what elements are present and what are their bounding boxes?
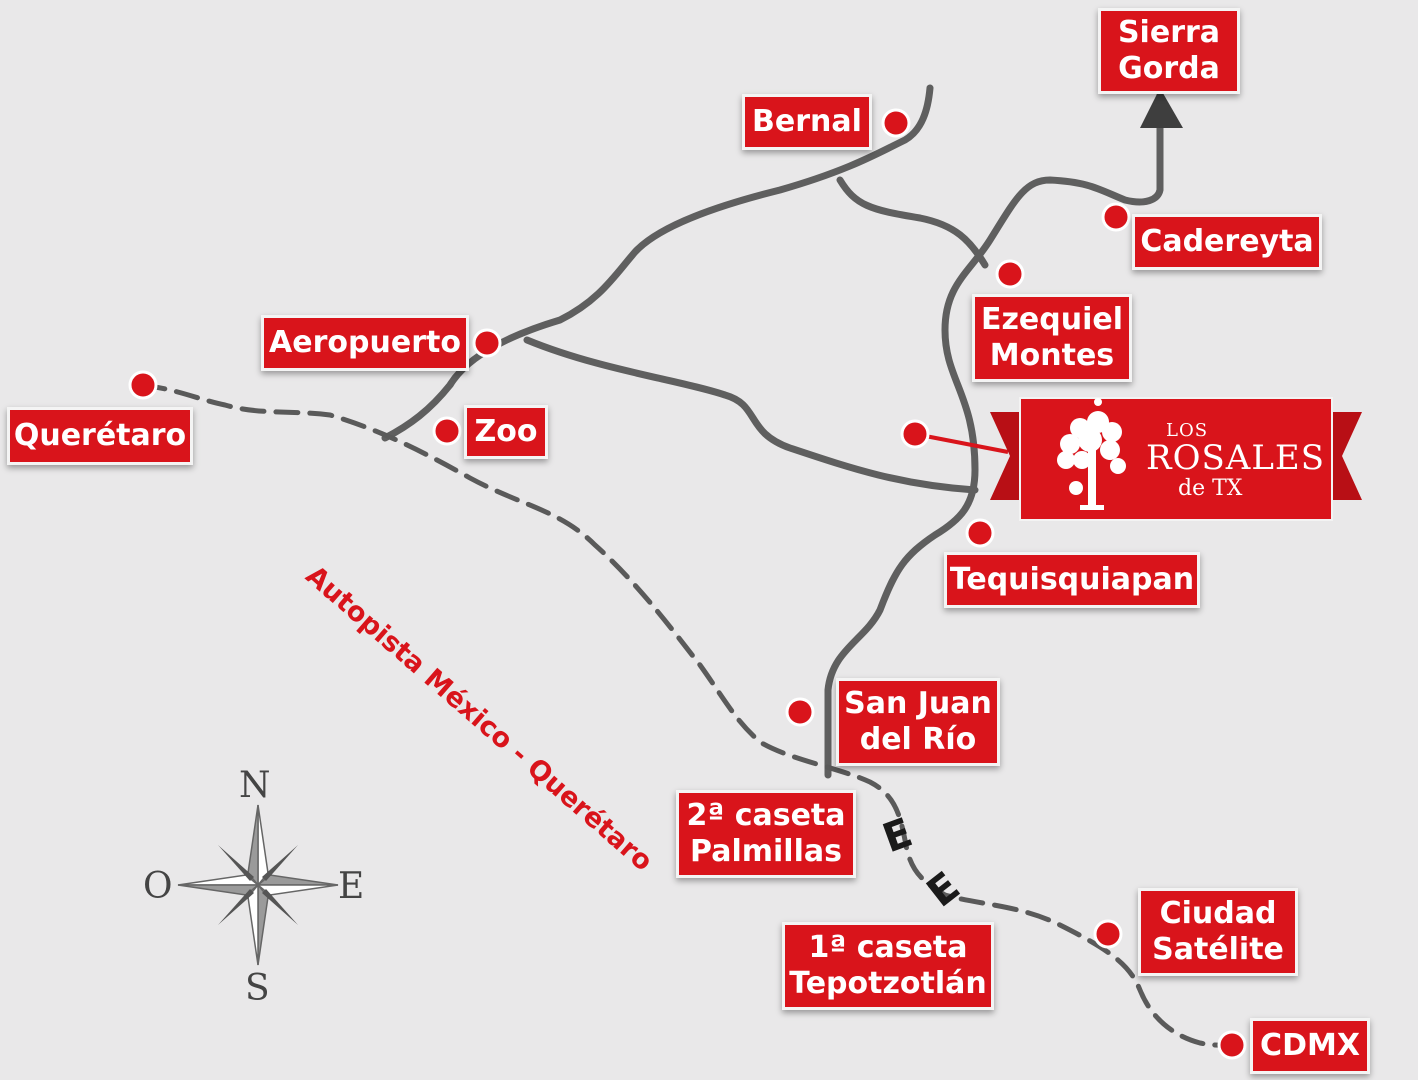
compass-south: S (245, 968, 270, 1009)
pin-aeropuerto[interactable] (472, 328, 502, 358)
pin-cdmx[interactable] (1217, 1030, 1247, 1060)
label-primera-caseta[interactable]: 1ª caseta Tepotzotlán (782, 922, 994, 1010)
road-bernal-aeropuerto (381, 84, 934, 442)
pin-ezequiel-montes[interactable] (995, 259, 1025, 289)
compass-north: N (239, 765, 271, 806)
tree-icon (1057, 398, 1126, 510)
label-san-juan-del-rio[interactable]: San Juan del Río (836, 678, 1000, 766)
label-zoo[interactable]: Zoo (464, 405, 548, 459)
arrow-sierra-gorda-icon (1140, 88, 1183, 128)
road-bernal-ezequiel (836, 176, 989, 269)
label-sierra-gorda[interactable]: Sierra Gorda (1098, 8, 1240, 94)
label-cadereyta[interactable]: Cadereyta (1132, 214, 1322, 270)
pins (128, 108, 1247, 1060)
brand-line-rosales: ROSALES (1146, 438, 1326, 478)
label-cdmx[interactable]: CDMX (1250, 1018, 1370, 1074)
pin-bernal[interactable] (881, 108, 911, 138)
pin-san-juan-del-rio[interactable] (785, 697, 815, 727)
los-rosales-banner[interactable] (990, 397, 1362, 521)
destination-connector (914, 432, 1009, 454)
highway-path (140, 382, 1235, 1048)
brand-line-de-tx: de TX (1178, 476, 1243, 501)
pin-tequisquiapan[interactable] (965, 518, 995, 548)
compass-west: O (143, 866, 173, 907)
road-aeropuerto-rosales (523, 336, 979, 494)
roads (381, 84, 1183, 779)
compass-rose-icon (177, 804, 339, 966)
label-segunda-caseta[interactable]: 2ª caseta Palmillas (676, 790, 856, 878)
pin-zoo[interactable] (432, 416, 462, 446)
pin-los-rosales[interactable] (900, 419, 930, 449)
pin-ciudad-satelite[interactable] (1093, 919, 1123, 949)
road-cadereyta-sanjuan (824, 91, 1164, 779)
pin-cadereyta[interactable] (1101, 202, 1131, 232)
label-bernal[interactable]: Bernal (742, 94, 872, 150)
pin-queretaro[interactable] (128, 370, 158, 400)
label-aeropuerto[interactable]: Aeropuerto (261, 315, 469, 371)
label-queretaro[interactable]: Querétaro (7, 407, 193, 465)
highway (140, 382, 1235, 1048)
label-ezequiel-montes[interactable]: Ezequiel Montes (972, 294, 1132, 382)
label-ciudad-satelite[interactable]: Ciudad Satélite (1138, 888, 1298, 976)
label-tequisquiapan[interactable]: Tequisquiapan (944, 552, 1200, 608)
brand-line-los: LOS (1166, 420, 1209, 441)
compass-east: E (338, 866, 365, 907)
